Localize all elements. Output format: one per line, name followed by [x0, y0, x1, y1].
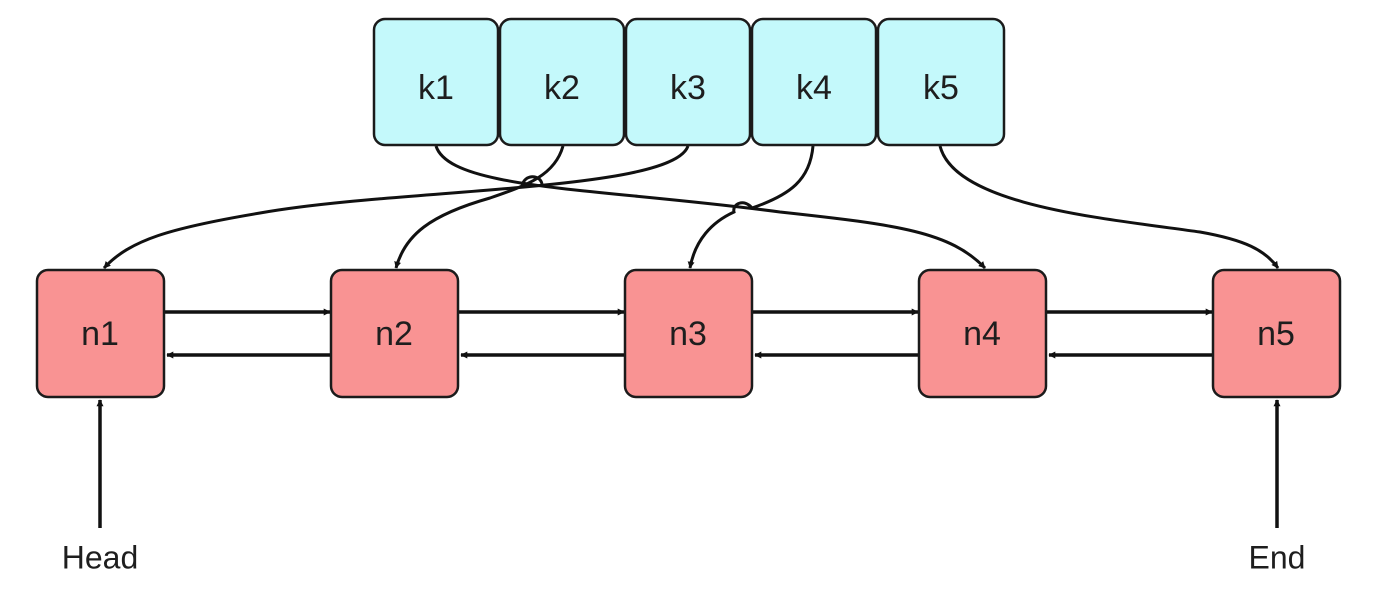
key-box-k3: k3 — [624, 17, 752, 147]
end-label: End — [1249, 539, 1306, 575]
node-label: n1 — [81, 315, 119, 353]
link-k5-n5 — [938, 145, 1280, 269]
link-k2-n2 — [394, 145, 565, 269]
list-links — [96, 308, 1281, 528]
link-hop-k2 — [520, 175, 544, 187]
key-label: k5 — [923, 69, 959, 107]
key-label: k1 — [418, 69, 454, 107]
node-label: n3 — [669, 315, 707, 353]
hash-links — [102, 145, 1280, 270]
key-label: k4 — [796, 69, 832, 107]
key-box-k1: k1 — [372, 17, 500, 147]
key-label: k2 — [544, 69, 580, 107]
key-label: k3 — [670, 69, 706, 107]
link-k3-n1 — [102, 145, 690, 270]
link-k4-n3 — [687, 145, 815, 269]
node-label: n4 — [963, 315, 1001, 353]
node-box-n1: n1 — [35, 268, 166, 399]
node-box-n5: n5 — [1211, 268, 1342, 399]
linked-list: n1 n2 n3 n4 n5 — [35, 268, 1342, 399]
key-box-k4: k4 — [750, 17, 878, 147]
node-box-n3: n3 — [623, 268, 754, 399]
node-box-n2: n2 — [329, 268, 460, 399]
link-k1-n4 — [434, 145, 987, 270]
node-box-n4: n4 — [917, 268, 1048, 399]
key-box-k2: k2 — [498, 17, 626, 147]
hash-table: k1 k2 k3 k4 k5 — [372, 17, 1006, 147]
key-box-k5: k5 — [876, 17, 1006, 147]
head-label: Head — [62, 539, 139, 575]
node-label: n5 — [1257, 315, 1295, 353]
node-label: n2 — [375, 315, 413, 353]
